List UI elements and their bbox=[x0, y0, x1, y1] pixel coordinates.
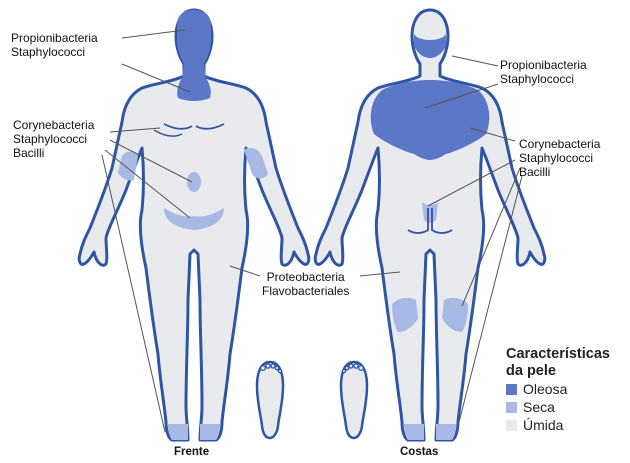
legend-label-oily: Oleosa bbox=[523, 381, 567, 397]
center-label: Proteobacteria Flavobacteriales bbox=[262, 270, 349, 298]
center-label-line1: Proteobacteria bbox=[262, 270, 349, 284]
back-right-heel-dry-region bbox=[436, 424, 456, 440]
back-neck-label-line1: Propionibacteria bbox=[500, 58, 587, 72]
front-arm-label-line1: Corynebacteria bbox=[13, 118, 94, 132]
back-neck-label: Propionibacteria Staphylococci bbox=[500, 58, 587, 86]
back-arm-label: Corynebacteria Staphylococci Bacilli bbox=[519, 137, 600, 179]
front-right-foot-dry-region bbox=[200, 424, 220, 440]
front-navel-dry-region bbox=[187, 172, 201, 192]
legend: Características da pele Oleosa Seca Úmid… bbox=[506, 346, 610, 434]
front-head-label-line1: Propionibacteria bbox=[11, 31, 98, 45]
back-neck-label-line2: Staphylococci bbox=[500, 72, 587, 86]
back-left-heel-dry-region bbox=[404, 424, 424, 440]
front-head-label: Propionibacteria Staphylococci bbox=[11, 31, 98, 59]
legend-swatch-oily bbox=[506, 384, 517, 395]
legend-label-dry: Seca bbox=[523, 399, 555, 415]
legend-item-moist: Úmida bbox=[506, 416, 610, 434]
front-arm-label: Corynebacteria Staphylococci Bacilli bbox=[13, 118, 94, 160]
back-arm-label-line2: Staphylococci bbox=[519, 151, 600, 165]
center-label-line2: Flavobacteriales bbox=[262, 284, 349, 298]
sole-right bbox=[341, 362, 367, 438]
front-left-foot-dry-region bbox=[168, 424, 188, 440]
legend-title-line2: da pele bbox=[506, 363, 610, 380]
front-arm-label-line3: Bacilli bbox=[13, 146, 94, 160]
sole-left bbox=[257, 362, 283, 438]
front-arm-label-line2: Staphylococci bbox=[13, 132, 94, 146]
legend-swatch-moist bbox=[506, 420, 517, 431]
legend-title-line1: Características bbox=[506, 346, 610, 363]
back-arm-label-line1: Corynebacteria bbox=[519, 137, 600, 151]
back-arm-label-line3: Bacilli bbox=[519, 165, 600, 179]
legend-swatch-dry bbox=[506, 402, 517, 413]
legend-item-oily: Oleosa bbox=[506, 380, 610, 398]
legend-label-moist: Úmida bbox=[523, 417, 563, 433]
legend-item-dry: Seca bbox=[506, 398, 610, 416]
front-caption: Frente bbox=[174, 446, 209, 458]
back-caption: Costas bbox=[400, 446, 438, 458]
front-head-oily-region bbox=[177, 10, 211, 101]
front-head-label-line2: Staphylococci bbox=[11, 45, 98, 59]
